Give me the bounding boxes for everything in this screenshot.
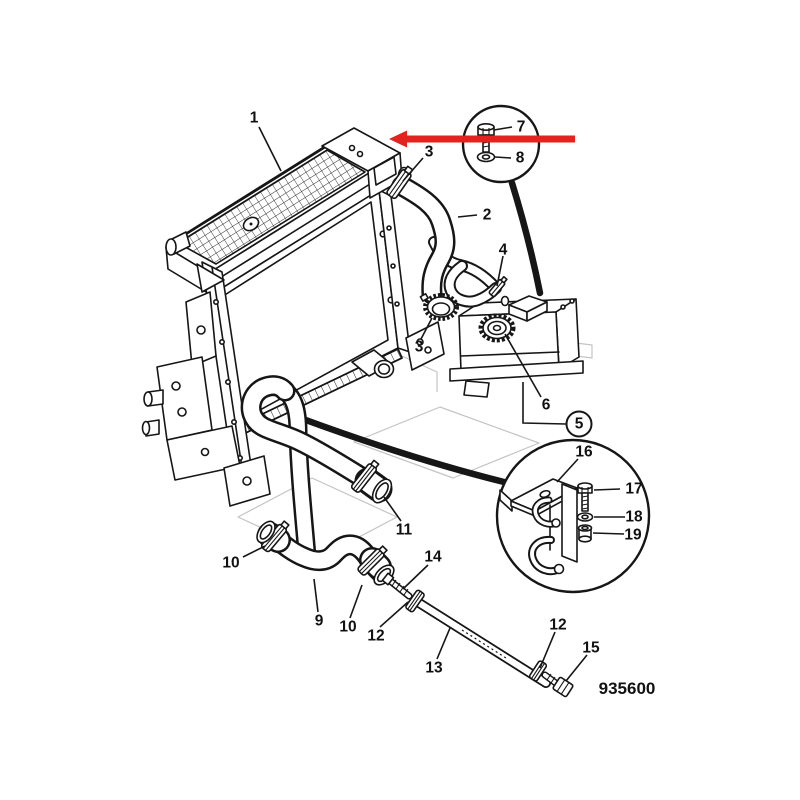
- diagram-number: 935600: [599, 679, 656, 698]
- clamp-screw-14: [381, 572, 413, 600]
- detail-circle-upper: [461, 104, 541, 184]
- top-hose: [386, 165, 459, 321]
- detail-circle-lower: [495, 438, 651, 594]
- radiator-mount-bracket: [156, 356, 213, 441]
- tank-flange: [449, 360, 584, 382]
- part-label-7-2: 7: [517, 119, 526, 136]
- clamp-12-left: [405, 589, 425, 613]
- part-label-8-3: 8: [516, 150, 525, 167]
- red-arrow: [389, 130, 575, 148]
- part-label-15-21: 15: [582, 640, 600, 657]
- part-label-1-0: 1: [250, 110, 259, 127]
- part-label-9-16: 9: [315, 613, 324, 630]
- expansion-tank: [449, 295, 584, 398]
- part-label-4-5: 4: [499, 242, 508, 259]
- label-ring-5: [565, 410, 593, 438]
- part-label-13-19: 13: [425, 660, 443, 677]
- bolt-17: [577, 482, 593, 512]
- nut-19: [577, 524, 593, 543]
- part-label-12-18: 12: [367, 628, 384, 645]
- part-label-10-17: 10: [339, 619, 356, 636]
- leader-upper-circle: [508, 179, 544, 297]
- part-label-14-15: 14: [424, 549, 442, 566]
- part-label-17-10: 17: [625, 481, 642, 498]
- bottom-hose-group: [240, 375, 574, 698]
- part-label-12-20: 12: [549, 617, 566, 634]
- part-label-6-7: 6: [542, 397, 551, 414]
- part-label-18-11: 18: [625, 509, 643, 526]
- radiator-right-bracket: [405, 321, 445, 371]
- part-label-19-12: 19: [624, 527, 642, 544]
- bolt-15: [541, 671, 574, 698]
- clamp-4: [488, 275, 508, 298]
- part-label-2-4: 2: [483, 207, 492, 224]
- washer-8: [476, 151, 496, 163]
- clamp-10-right: [357, 545, 388, 576]
- part-label-5-8: 5: [575, 416, 584, 433]
- clamp-3-lower: [419, 292, 459, 321]
- part-label-3-6: 3: [415, 339, 424, 356]
- clamp-11-ring: [350, 459, 380, 493]
- part-label-16-9: 16: [575, 444, 593, 461]
- tank-cap: [478, 313, 516, 343]
- tube-13: [411, 596, 551, 688]
- part-label-3-1: 3: [425, 144, 434, 161]
- bracket-16: [499, 478, 578, 576]
- part-label-11-13: 11: [396, 522, 413, 539]
- leader-lines: [242, 126, 625, 682]
- radiator-left-stub: [165, 238, 177, 256]
- leader-lower-circle: [299, 415, 508, 486]
- part-label-10-14: 10: [222, 555, 239, 572]
- washer-18: [576, 512, 594, 522]
- clamp-10-left: [260, 520, 290, 553]
- hose-end-11: [371, 478, 393, 504]
